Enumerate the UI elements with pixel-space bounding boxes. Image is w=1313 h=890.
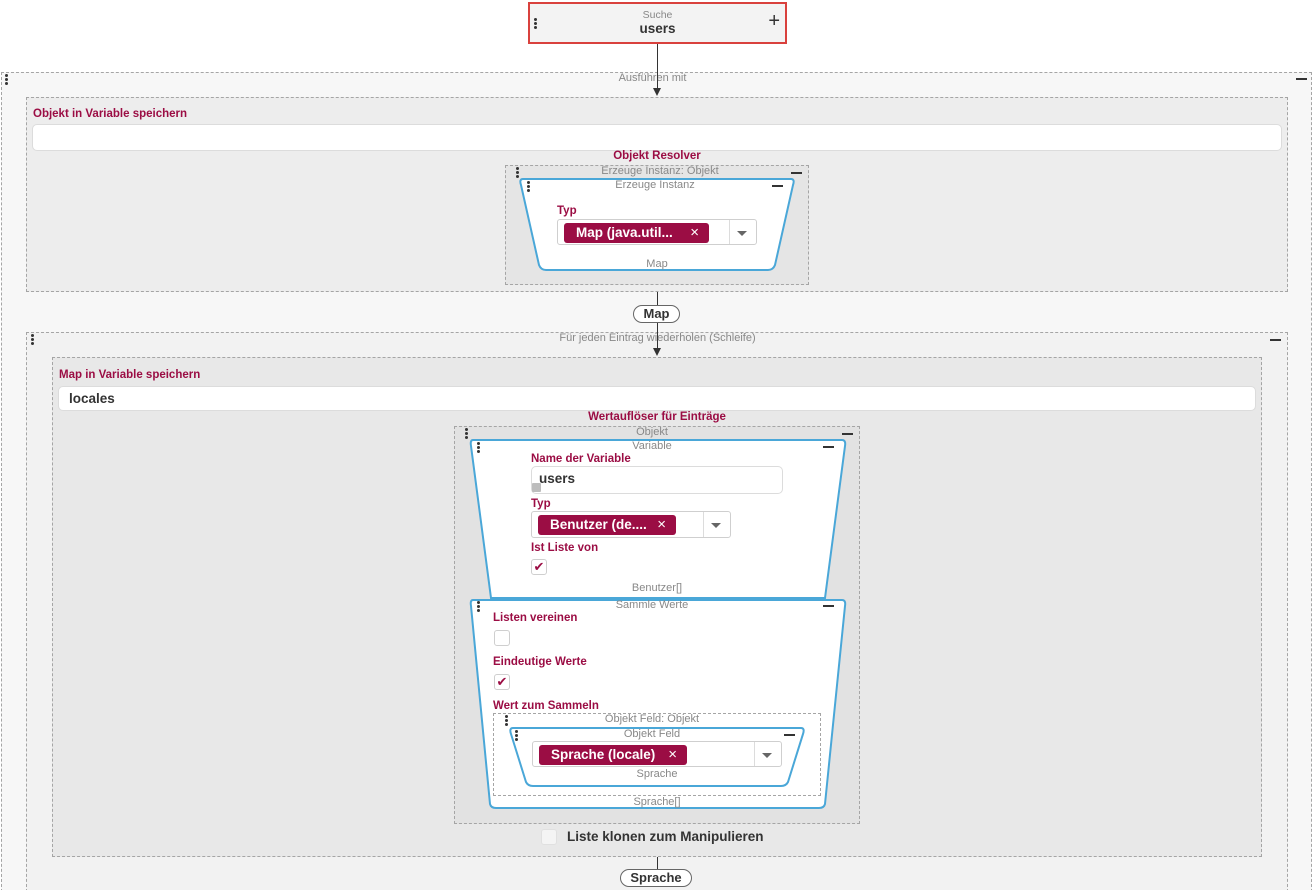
merge-lists-checkbox[interactable] <box>494 630 510 646</box>
drag-handle-icon[interactable] <box>31 334 35 346</box>
connector-sprache-pill: Sprache <box>620 869 692 887</box>
variable-type-select[interactable]: Benutzer (de.... × <box>531 511 731 538</box>
is-list-checkbox[interactable]: ✔ <box>531 559 547 575</box>
entry-resolver-label: Wertauflöser für Einträge <box>588 411 726 423</box>
connector-map-pill: Map <box>633 305 680 323</box>
drag-handle-icon[interactable] <box>5 74 9 86</box>
execute-with-caption: Ausführen mit <box>618 72 687 84</box>
type-label: Typ <box>557 205 577 217</box>
connector-line <box>657 292 658 306</box>
chevron-down-icon[interactable] <box>737 231 747 236</box>
remove-icon[interactable]: × <box>690 224 699 241</box>
collapse-icon[interactable] <box>842 433 853 435</box>
is-list-label: Ist Liste von <box>531 542 599 554</box>
drag-handle-icon[interactable] <box>465 428 469 440</box>
variable-type-label: Typ <box>531 498 551 510</box>
create-instance-footer: Map <box>646 258 668 270</box>
drag-handle-icon[interactable] <box>477 442 481 454</box>
drag-handle-icon[interactable] <box>534 18 538 30</box>
object-field-footer: Sprache <box>636 768 678 780</box>
variable-caption: Variable <box>632 440 672 452</box>
connector-line <box>657 857 658 869</box>
remove-icon[interactable]: × <box>668 746 677 763</box>
save-object-label: Objekt in Variable speichern <box>33 108 188 120</box>
search-node[interactable]: Suche users + <box>528 2 787 44</box>
collapse-icon[interactable] <box>823 605 834 607</box>
unique-values-checkbox[interactable]: ✔ <box>494 674 510 690</box>
variable-name-label: Name der Variable <box>531 453 631 465</box>
collapse-icon[interactable] <box>1270 339 1281 341</box>
collect-value-label: Wert zum Sammeln <box>493 700 599 712</box>
chevron-down-icon[interactable] <box>711 523 721 528</box>
search-node-value: users <box>639 21 676 36</box>
collect-values-caption: Sammle Werte <box>615 599 689 611</box>
clone-list-label: Liste klonen zum Manipulieren <box>567 829 764 844</box>
variable-type-chip[interactable]: Benutzer (de.... × <box>538 515 676 535</box>
collapse-icon[interactable] <box>823 446 834 448</box>
expand-corner-icon[interactable] <box>532 483 541 492</box>
connector-line <box>657 44 658 88</box>
variable-type-chip-label: Benutzer (de.... <box>550 517 647 532</box>
unique-values-label: Eindeutige Werte <box>493 656 587 668</box>
save-map-input[interactable]: locales <box>58 386 1256 411</box>
save-map-label: Map in Variable speichern <box>59 369 201 381</box>
object-field-chip[interactable]: Sprache (locale) × <box>539 745 687 765</box>
create-instance-outer-caption: Erzeuge Instanz: Objekt <box>601 165 719 177</box>
drag-handle-icon[interactable] <box>505 715 509 727</box>
create-instance-caption: Erzeuge Instanz <box>615 179 695 191</box>
drag-handle-icon[interactable] <box>516 167 520 179</box>
connector-arrow-icon <box>653 88 661 96</box>
type-select[interactable]: Map (java.util... × <box>557 219 757 245</box>
drag-handle-icon[interactable] <box>515 730 519 742</box>
collect-values-footer: Sprache[] <box>633 796 681 808</box>
chevron-down-icon[interactable] <box>762 753 772 758</box>
remove-icon[interactable]: × <box>657 516 666 533</box>
collapse-icon[interactable] <box>784 734 795 736</box>
connector-line <box>657 323 658 348</box>
drag-handle-icon[interactable] <box>477 601 481 613</box>
add-icon[interactable]: + <box>768 10 780 32</box>
clone-list-checkbox[interactable] <box>541 829 557 845</box>
save-object-input[interactable] <box>32 124 1282 151</box>
type-chip[interactable]: Map (java.util... × <box>564 223 709 243</box>
connector-arrow-icon <box>653 348 661 356</box>
variable-footer: Benutzer[] <box>631 582 683 594</box>
drag-handle-icon[interactable] <box>527 181 531 193</box>
connector-line <box>657 72 658 88</box>
merge-lists-label: Listen vereinen <box>493 612 578 624</box>
collapse-icon[interactable] <box>791 172 802 174</box>
object-resolver-label: Objekt Resolver <box>613 150 701 162</box>
object-field-select[interactable]: Sprache (locale) × <box>532 741 782 767</box>
collapse-icon[interactable] <box>1296 78 1307 80</box>
collapse-icon[interactable] <box>772 185 783 187</box>
type-chip-label: Map (java.util... <box>576 225 673 240</box>
object-field-caption: Objekt Feld <box>623 728 681 740</box>
variable-name-input[interactable]: users <box>531 466 783 494</box>
object-field-outer-caption: Objekt Feld: Objekt <box>604 713 700 725</box>
search-node-caption: Suche <box>642 9 673 21</box>
object-field-chip-label: Sprache (locale) <box>551 747 656 762</box>
entry-object-caption: Objekt <box>636 426 668 438</box>
